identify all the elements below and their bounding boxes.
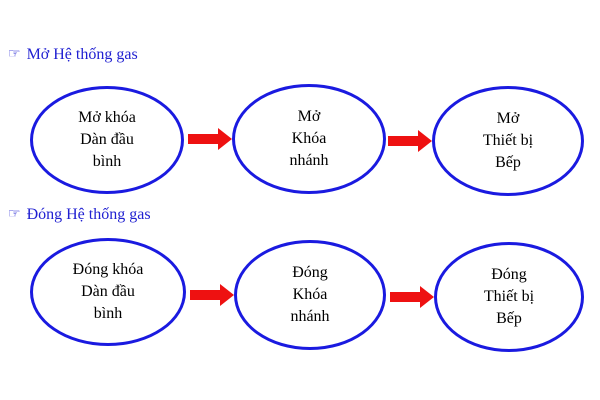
step-close-branch-valve: Đóng Khóa nhánh	[234, 240, 386, 350]
step-label: Mở Thiết bị Bếp	[482, 110, 534, 171]
step-open-cylinder-valve: Mở khóa Dàn đầu bình	[30, 86, 184, 194]
step-label: Mở khóa Dàn đầu bình	[78, 109, 136, 170]
section-title-close-label: Đóng Hệ thống gas	[26, 206, 151, 223]
step-label: Đóng Thiết bị Bếp	[483, 266, 535, 327]
right-arrow-icon	[190, 284, 234, 306]
section-title-open: ☞ Mở Hệ thống gas	[8, 46, 138, 64]
step-close-cylinder-valve: Đóng khóa Dàn đầu bình	[30, 238, 186, 346]
step-close-stove-device: Đóng Thiết bị Bếp	[434, 242, 584, 352]
section-title-close: ☞ Đóng Hệ thống gas	[8, 206, 151, 224]
pointing-hand-icon: ☞	[8, 47, 21, 62]
right-arrow-icon	[390, 286, 434, 308]
step-label: Mở Khóa nhánh	[289, 108, 329, 169]
step-open-branch-valve: Mở Khóa nhánh	[232, 84, 386, 194]
step-label: Đóng Khóa nhánh	[290, 264, 330, 325]
step-open-stove-device: Mở Thiết bị Bếp	[432, 86, 584, 196]
pointing-hand-icon: ☞	[8, 207, 21, 222]
section-title-open-label: Mở Hệ thống gas	[26, 46, 138, 63]
right-arrow-icon	[388, 130, 432, 152]
right-arrow-icon	[188, 128, 232, 150]
step-label: Đóng khóa Dàn đầu bình	[72, 261, 144, 322]
